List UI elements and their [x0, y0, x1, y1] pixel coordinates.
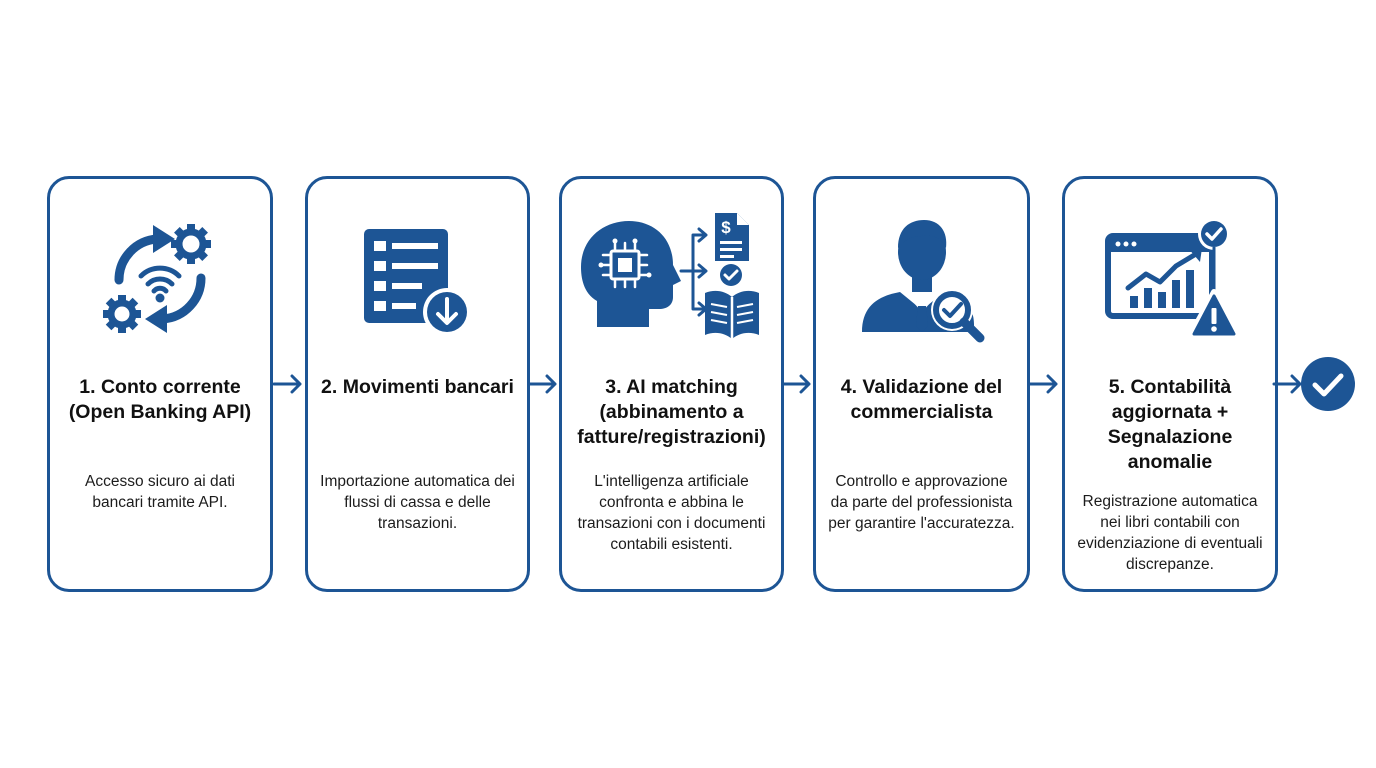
- step-title: 4. Validazione del commercialista: [840, 376, 1003, 423]
- step-description: Registrazione automatica nei libri conta…: [1077, 493, 1263, 573]
- svg-text:$: $: [721, 218, 731, 237]
- list-download-icon: [308, 209, 527, 349]
- step-card-1: 1. Conto corrente (Open Banking API) Acc…: [47, 176, 273, 592]
- step-title: 2. Movimenti bancari: [321, 376, 514, 398]
- step-description: Accesso sicuro ai dati bancari tramite A…: [85, 473, 235, 511]
- arrow-right-icon: [272, 372, 306, 396]
- step-card-2: 2. Movimenti bancari Importazione automa…: [305, 176, 530, 592]
- step-description: L'intelligenza artificiale confronta e a…: [577, 473, 766, 553]
- dashboard-growth-alert-icon: [1065, 209, 1275, 349]
- step-card-5: 5. Contabilità aggiornata + Segnalazione…: [1062, 176, 1278, 592]
- sync-gears-wifi-icon: [50, 209, 270, 349]
- step-description: Controllo e approvazione da parte del pr…: [828, 473, 1015, 532]
- step-description: Importazione automatica dei flussi di ca…: [320, 473, 515, 532]
- arrow-right-icon: [527, 372, 561, 396]
- step-title: 3. AI matching (abbinamento a fatture/re…: [577, 376, 766, 448]
- arrow-right-icon: [1272, 372, 1306, 396]
- step-card-3: $ 3. AI matching (abbinamento a fatture/…: [559, 176, 784, 592]
- arrow-right-icon: [781, 372, 815, 396]
- step-title: 1. Conto corrente (Open Banking API): [68, 376, 252, 423]
- ai-brain-matching-icon: $: [562, 209, 781, 349]
- arrow-right-icon: [1028, 372, 1062, 396]
- step-card-4: 4. Validazione del commercialista Contro…: [813, 176, 1030, 592]
- check-circle-icon: [1300, 356, 1356, 412]
- step-title: 5. Contabilità aggiornata + Segnalazione…: [1107, 376, 1233, 473]
- accountant-magnifier-icon: [816, 209, 1027, 349]
